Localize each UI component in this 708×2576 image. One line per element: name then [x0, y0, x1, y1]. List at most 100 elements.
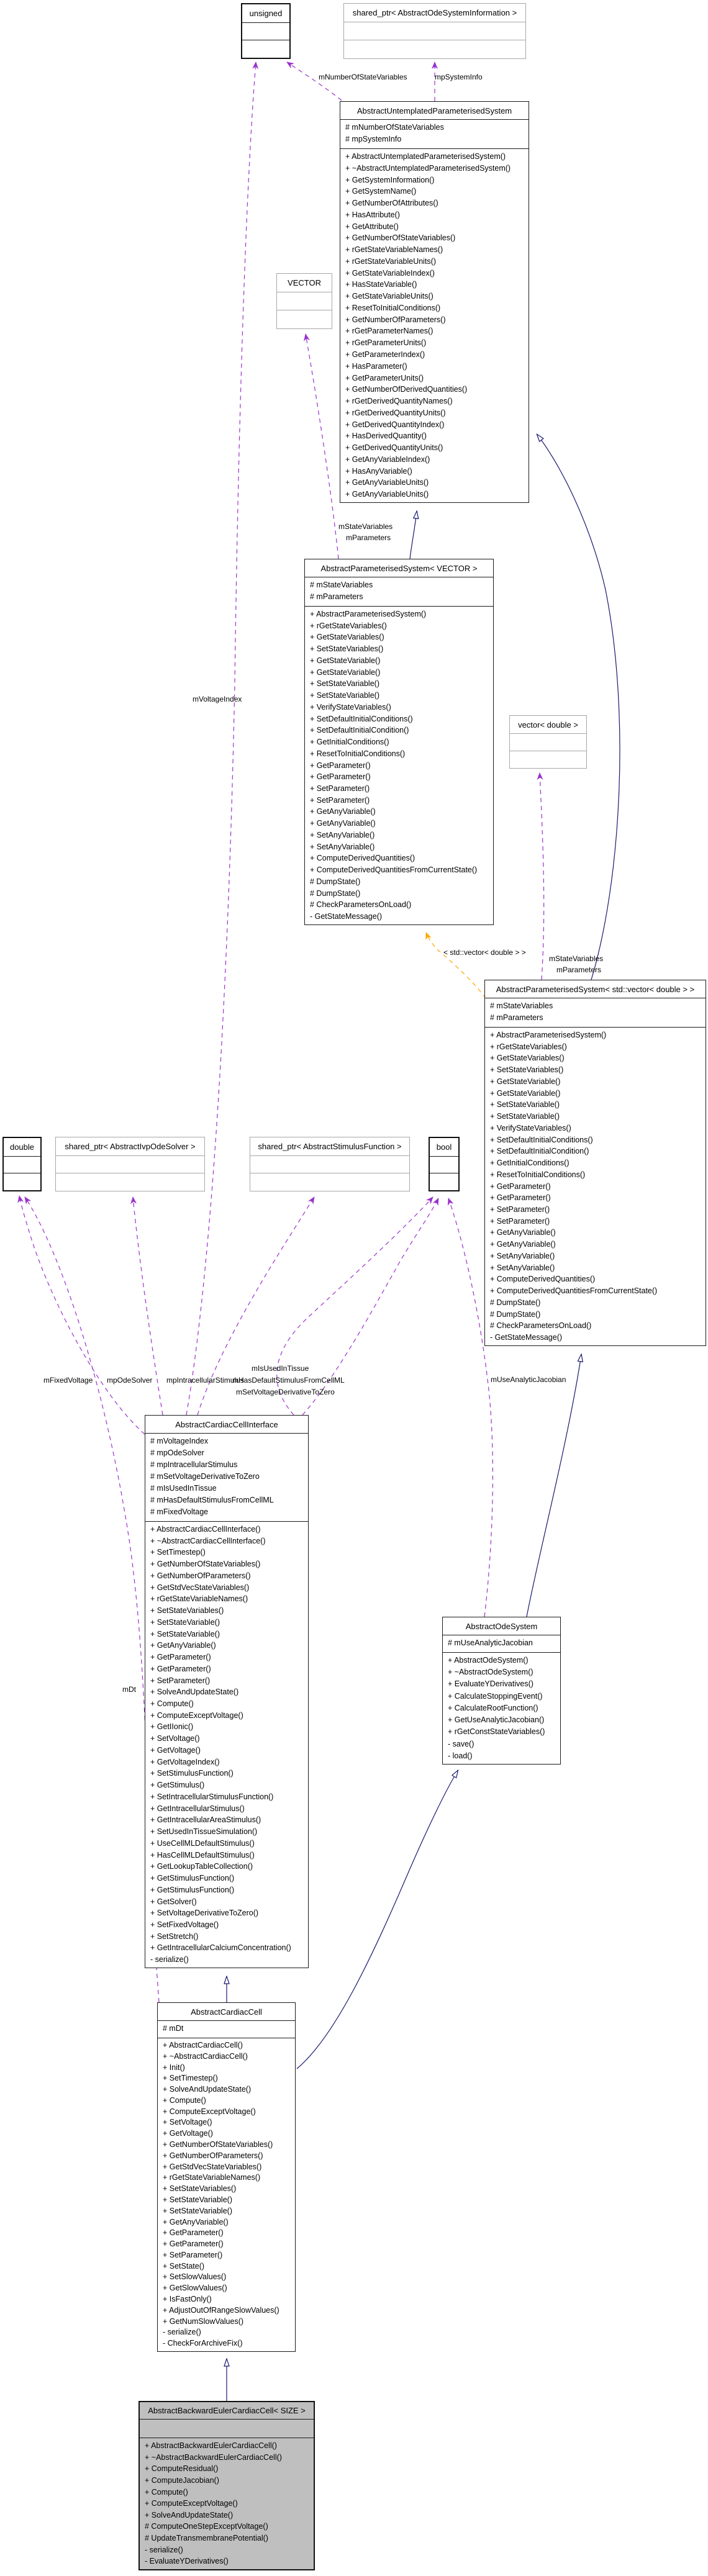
method-row: + IsFastOnly() [163, 2294, 212, 2303]
method-row: + HasParameter() [345, 361, 407, 371]
method-row: + SetStateVariable() [150, 1629, 220, 1638]
method-row: + GetStateVariables() [490, 1054, 565, 1063]
method-row: + ComputeResidual() [145, 2464, 219, 2474]
method-row: + SetDefaultInitialCondition() [490, 1147, 589, 1156]
empty-compartment [277, 292, 332, 310]
attributes-compartment: # mVoltageIndex# mpOdeSolver# mpIntracel… [145, 1434, 308, 1522]
class-node-abstract-untemplated-parameterised-system[interactable]: AbstractUntemplatedParameterisedSystem# … [340, 101, 529, 503]
method-row: + SetUsedInTissueSimulation() [150, 1827, 258, 1837]
edge-label-m-fixed-voltage: mFixedVoltage [43, 1376, 93, 1385]
class-node-abstract-ode-system[interactable]: AbstractOdeSystem# mUseAnalyticJacobian +… [442, 1617, 561, 1765]
empty-compartment [56, 1173, 204, 1191]
usage-edge-acci-to-ode-solver [130, 1196, 163, 1416]
class-node-double-type: double [2, 1137, 42, 1191]
method-row: + AbstractCardiacCellInterface() [150, 1525, 261, 1534]
method-row: + SetAnyVariable() [310, 842, 375, 851]
edge-label-m-parameters-2: mParameters [556, 965, 602, 974]
method-row: + GetSystemName() [345, 187, 417, 196]
method-row: + SetDefaultInitialConditions() [310, 714, 413, 723]
method-row: - save() [448, 1739, 474, 1748]
method-row: + GetSolver() [150, 1897, 197, 1906]
edge-label-m-parameters-1: mParameters [346, 533, 391, 542]
empty-compartment [344, 40, 525, 58]
class-node-ode-system-information-shared-ptr: shared_ptr< AbstractOdeSystemInformation… [343, 3, 526, 59]
attribute-row: # mHasDefaultStimulusFromCellML [150, 1496, 274, 1504]
edge-label-m-number-of-state-variables: mNumberOfStateVariables [319, 73, 407, 81]
method-row: + GetNumberOfAttributes() [345, 199, 438, 208]
edge-label-template-instantiation: < std::vector< double > > [443, 948, 526, 957]
class-title-stimulus-function-shared-ptr: shared_ptr< AbstractStimulusFunction > [250, 1137, 409, 1156]
method-row: + UseCellMLDefaultStimulus() [150, 1838, 255, 1848]
class-node-abstract-parameterised-system-std-vector-double[interactable]: AbstractParameterisedSystem< std::vector… [484, 980, 706, 1346]
method-row: + CalculateStoppingEvent() [448, 1691, 543, 1701]
method-row: + ~AbstractBackwardEulerCardiacCell() [145, 2452, 282, 2462]
class-title-abstract-cardiac-cell[interactable]: AbstractCardiacCell [158, 2003, 295, 2021]
class-title-unsigned-type: unsigned [242, 4, 289, 23]
method-row: + SetStateVariables() [163, 2184, 237, 2194]
method-row: + ComputeExceptVoltage() [145, 2499, 238, 2508]
method-row: + rGetParameterUnits() [345, 338, 427, 348]
method-row: + GetStdVecStateVariables() [150, 1583, 250, 1592]
attributes-compartment: # mUseAnalyticJacobian [443, 1635, 560, 1653]
class-title-abstract-cardiac-cell-interface[interactable]: AbstractCardiacCellInterface [145, 1416, 308, 1434]
method-row: + GetLookupTableCollection() [150, 1862, 253, 1871]
class-node-stimulus-function-shared-ptr: shared_ptr< AbstractStimulusFunction > [250, 1137, 410, 1191]
edge-label-m-state-variables-2: mStateVariables [549, 954, 604, 963]
method-row: + GetSlowValues() [163, 2284, 227, 2293]
method-row: + ComputeDerivedQuantities() [310, 854, 415, 863]
method-row: + GetIntracellularCalciumConcentration() [150, 1943, 291, 1953]
attributes-compartment: # mNumberOfStateVariables# mpSystemInfo [340, 120, 529, 149]
class-title-abstract-parameterised-system-vector[interactable]: AbstractParameterisedSystem< VECTOR > [305, 559, 493, 577]
method-row: + GetNumberOfDerivedQuantities() [345, 385, 468, 394]
empty-compartment [242, 40, 289, 58]
methods-compartment: + AbstractCardiacCellInterface()+ ~Abstr… [145, 1522, 308, 1968]
edge-label-m-is-used-in-tissue: mIsUsedInTissue [252, 1364, 309, 1373]
methods-compartment: + AbstractCardiacCell()+ ~AbstractCardia… [158, 2038, 295, 2351]
method-row: + ~AbstractUntemplatedParameterisedSyste… [345, 163, 511, 173]
method-row: + SetParameter() [310, 784, 370, 793]
method-row: + GetStateVariableIndex() [345, 268, 435, 278]
method-row: + GetNumberOfStateVariables() [163, 2140, 273, 2149]
class-node-ivp-ode-solver-shared-ptr: shared_ptr< AbstractIvpOdeSolver > [55, 1137, 205, 1191]
class-node-bool-type: bool [429, 1137, 460, 1191]
method-row: + SetStateVariable() [150, 1617, 220, 1627]
method-row: + SetAnyVariable() [490, 1263, 555, 1272]
usage-edge-aos-to-bool [447, 1198, 493, 1617]
usage-edge-aps-std-to-vector-double [537, 772, 545, 980]
method-row: + ResetToInitialConditions() [490, 1170, 586, 1179]
method-row: # CheckParametersOnLoad() [490, 1321, 592, 1331]
class-node-abstract-cardiac-cell[interactable]: AbstractCardiacCell# mDt+ AbstractCardia… [157, 2002, 296, 2352]
usage-edge-acci-to-unsigned-voltage-index [186, 61, 259, 1416]
method-row: + SetParameter() [150, 1676, 211, 1685]
attributes-compartment [140, 2420, 314, 2438]
method-row: + AbstractParameterisedSystem() [310, 610, 427, 618]
empty-compartment [4, 1173, 40, 1190]
method-row: + rGetStateVariableNames() [163, 2173, 261, 2182]
class-node-abstract-cardiac-cell-interface[interactable]: AbstractCardiacCellInterface# mVoltageIn… [145, 1415, 309, 1968]
attribute-row: # mNumberOfStateVariables [345, 123, 444, 132]
method-row: + GetAttribute() [345, 222, 399, 231]
empty-compartment [250, 1156, 409, 1173]
method-row: + GetStateVariable() [490, 1077, 561, 1086]
method-row: + SetStateVariables() [310, 644, 384, 654]
method-row: + GetSystemInformation() [345, 175, 435, 184]
class-title-bool-type: bool [430, 1138, 458, 1157]
class-title-abstract-parameterised-system-std-vector-double[interactable]: AbstractParameterisedSystem< std::vector… [485, 980, 706, 998]
method-row: + Init() [163, 2063, 185, 2072]
method-row: + SetDefaultInitialConditions() [490, 1135, 593, 1144]
class-node-abstract-parameterised-system-vector[interactable]: AbstractParameterisedSystem< VECTOR ># m… [304, 559, 494, 925]
empty-compartment [277, 310, 332, 328]
method-row: + rGetStateVariableUnits() [345, 256, 437, 266]
class-title-abstract-untemplated-parameterised-system[interactable]: AbstractUntemplatedParameterisedSystem [340, 102, 529, 120]
class-title-abstract-ode-system[interactable]: AbstractOdeSystem [443, 1617, 560, 1635]
method-row: + GetNumberOfParameters() [163, 2151, 263, 2160]
method-row: + GetParameter() [310, 772, 371, 782]
inheritance-edge-aos-to-aps-std-vector [526, 1355, 581, 1617]
method-row: + GetParameter() [490, 1182, 551, 1191]
method-row: + SetStateVariable() [163, 2195, 232, 2204]
inheritance-edge-acc-to-aos [296, 1771, 458, 2069]
method-row: + SetState() [163, 2261, 205, 2271]
method-row: + ~AbstractOdeSystem() [448, 1668, 533, 1677]
method-row: - load() [448, 1751, 473, 1760]
